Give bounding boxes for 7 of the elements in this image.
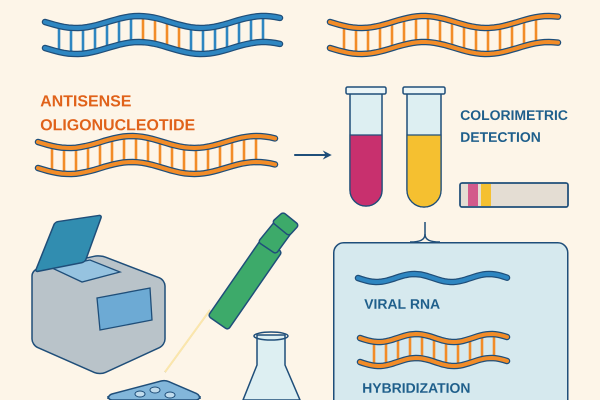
info-panel (333, 242, 568, 400)
label-text: COLORIMETRIC DETECTION (460, 110, 568, 142)
text: HYBRIDIZATION (363, 383, 470, 393)
text: VIRAL RNA (364, 299, 440, 309)
test-tubes-drawing (345, 86, 446, 208)
label-text: ANTISENSE OLIGONUCLEOTIDE (40, 95, 195, 130)
dna-strand-drawing (34, 132, 278, 178)
